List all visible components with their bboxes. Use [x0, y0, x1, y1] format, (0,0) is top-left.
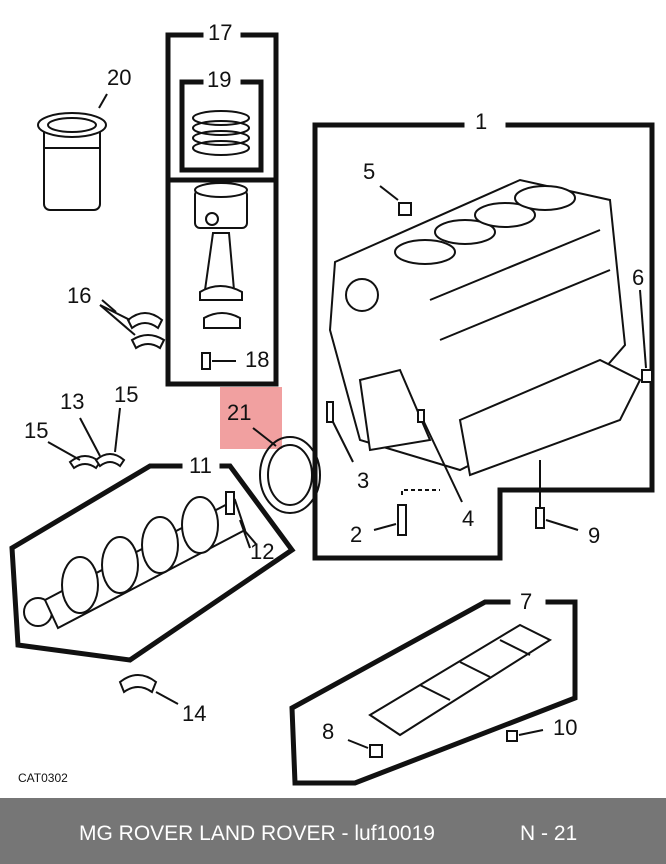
- cylinder-liner-20: [37, 93, 108, 211]
- callout-16: 16: [67, 283, 92, 308]
- callout-10: 10: [553, 715, 578, 740]
- callout-1: 1: [475, 109, 488, 134]
- callout-14: 14: [182, 701, 207, 726]
- group-frame-7: [289, 599, 578, 786]
- cylinder-block: [328, 178, 642, 510]
- footer-reference: MG ROVER LAND ROVER - luf10019: [79, 822, 435, 845]
- callout-13: 13: [60, 389, 85, 414]
- bolt-12: [225, 491, 235, 515]
- bearing-shell-14: [118, 674, 179, 705]
- bearing-shells-16: [99, 304, 166, 350]
- callout-21: 21: [227, 400, 252, 425]
- crankshaft: [23, 496, 251, 630]
- bolt-2: [373, 489, 440, 536]
- bolt-9: [535, 507, 579, 531]
- callout-4: 4: [462, 506, 475, 531]
- callout-18: 18: [245, 347, 270, 372]
- callout-9: 9: [588, 523, 601, 548]
- callout-11: 11: [189, 453, 212, 478]
- callout-20: 20: [107, 65, 132, 90]
- plug-8: [347, 739, 383, 758]
- callout-12: 12: [250, 539, 275, 564]
- group-frame-19: [179, 79, 264, 173]
- callout-2: 2: [350, 522, 363, 547]
- callout-8: 8: [322, 719, 335, 744]
- plug-10: [506, 729, 544, 742]
- group-frame-1: [312, 122, 655, 561]
- plug-5: [379, 185, 412, 216]
- piston-rings-19: [192, 110, 250, 156]
- callout-15-left: 15: [24, 418, 49, 443]
- bolt-18: [201, 352, 236, 370]
- callout-3: 3: [357, 468, 370, 493]
- callout-15-right: 15: [114, 382, 139, 407]
- plug-6: [639, 289, 653, 383]
- exploded-parts-diagram: [9, 32, 655, 786]
- callout-17: 17: [208, 20, 233, 45]
- callout-19: 19: [207, 67, 232, 92]
- callout-5: 5: [363, 159, 376, 184]
- catalog-code: CAT0302: [18, 771, 68, 785]
- footer-page-number: N - 21: [520, 822, 578, 845]
- callout-6: 6: [632, 265, 645, 290]
- footer-bar: MG ROVER LAND ROVER - luf10019 N - 21: [0, 798, 666, 864]
- group-frame-17: [165, 32, 279, 387]
- ladder-frame: [368, 623, 553, 737]
- dowel-4: [417, 409, 463, 503]
- group-frame-11: [9, 463, 296, 663]
- callout-7: 7: [520, 589, 533, 614]
- highlight-part-21: [220, 387, 282, 449]
- dowel-3: [326, 401, 354, 463]
- piston-conrod: [194, 182, 248, 329]
- rear-oil-seal-21: [252, 427, 321, 514]
- thrust-washers-13-15: [47, 407, 126, 470]
